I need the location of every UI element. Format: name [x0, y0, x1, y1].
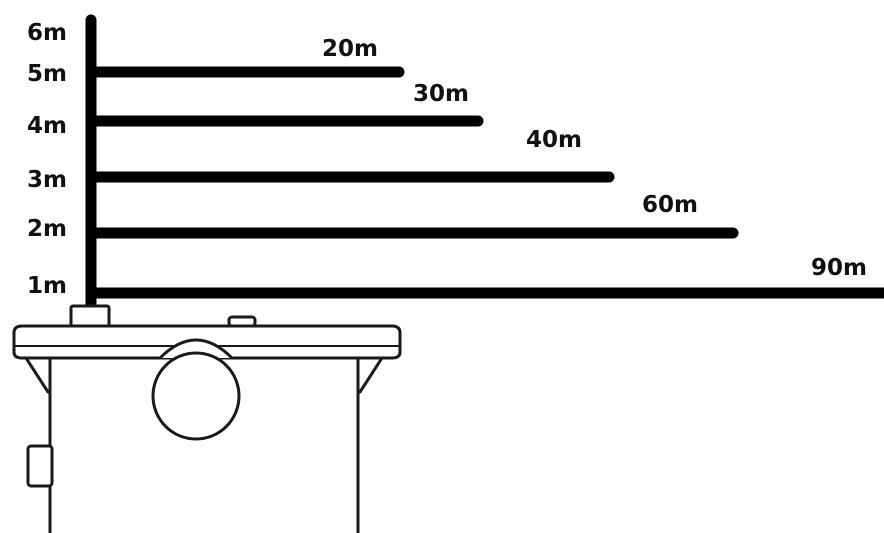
distance-label-20m: 20m: [322, 36, 378, 62]
distance-label-60m: 60m: [642, 192, 698, 218]
height-label-6m: 6m: [27, 20, 67, 46]
pump-unit: [12, 304, 402, 533]
inlet-boss: [158, 338, 234, 360]
distance-label-30m: 30m: [413, 81, 469, 107]
side-inlet: [26, 444, 54, 488]
distance-label-40m: 40m: [526, 127, 582, 153]
height-label-5m: 5m: [27, 61, 67, 87]
height-label-1m: 1m: [27, 273, 67, 299]
unit-side-flare-left: [24, 356, 50, 394]
unit-side-flare-right: [358, 356, 384, 394]
height-label-4m: 4m: [27, 113, 67, 139]
height-label-2m: 2m: [27, 216, 67, 242]
height-label-3m: 3m: [27, 167, 67, 193]
inlet-opening: [151, 351, 241, 441]
unit-body: [48, 346, 360, 533]
distance-label-90m: 90m: [811, 255, 867, 281]
